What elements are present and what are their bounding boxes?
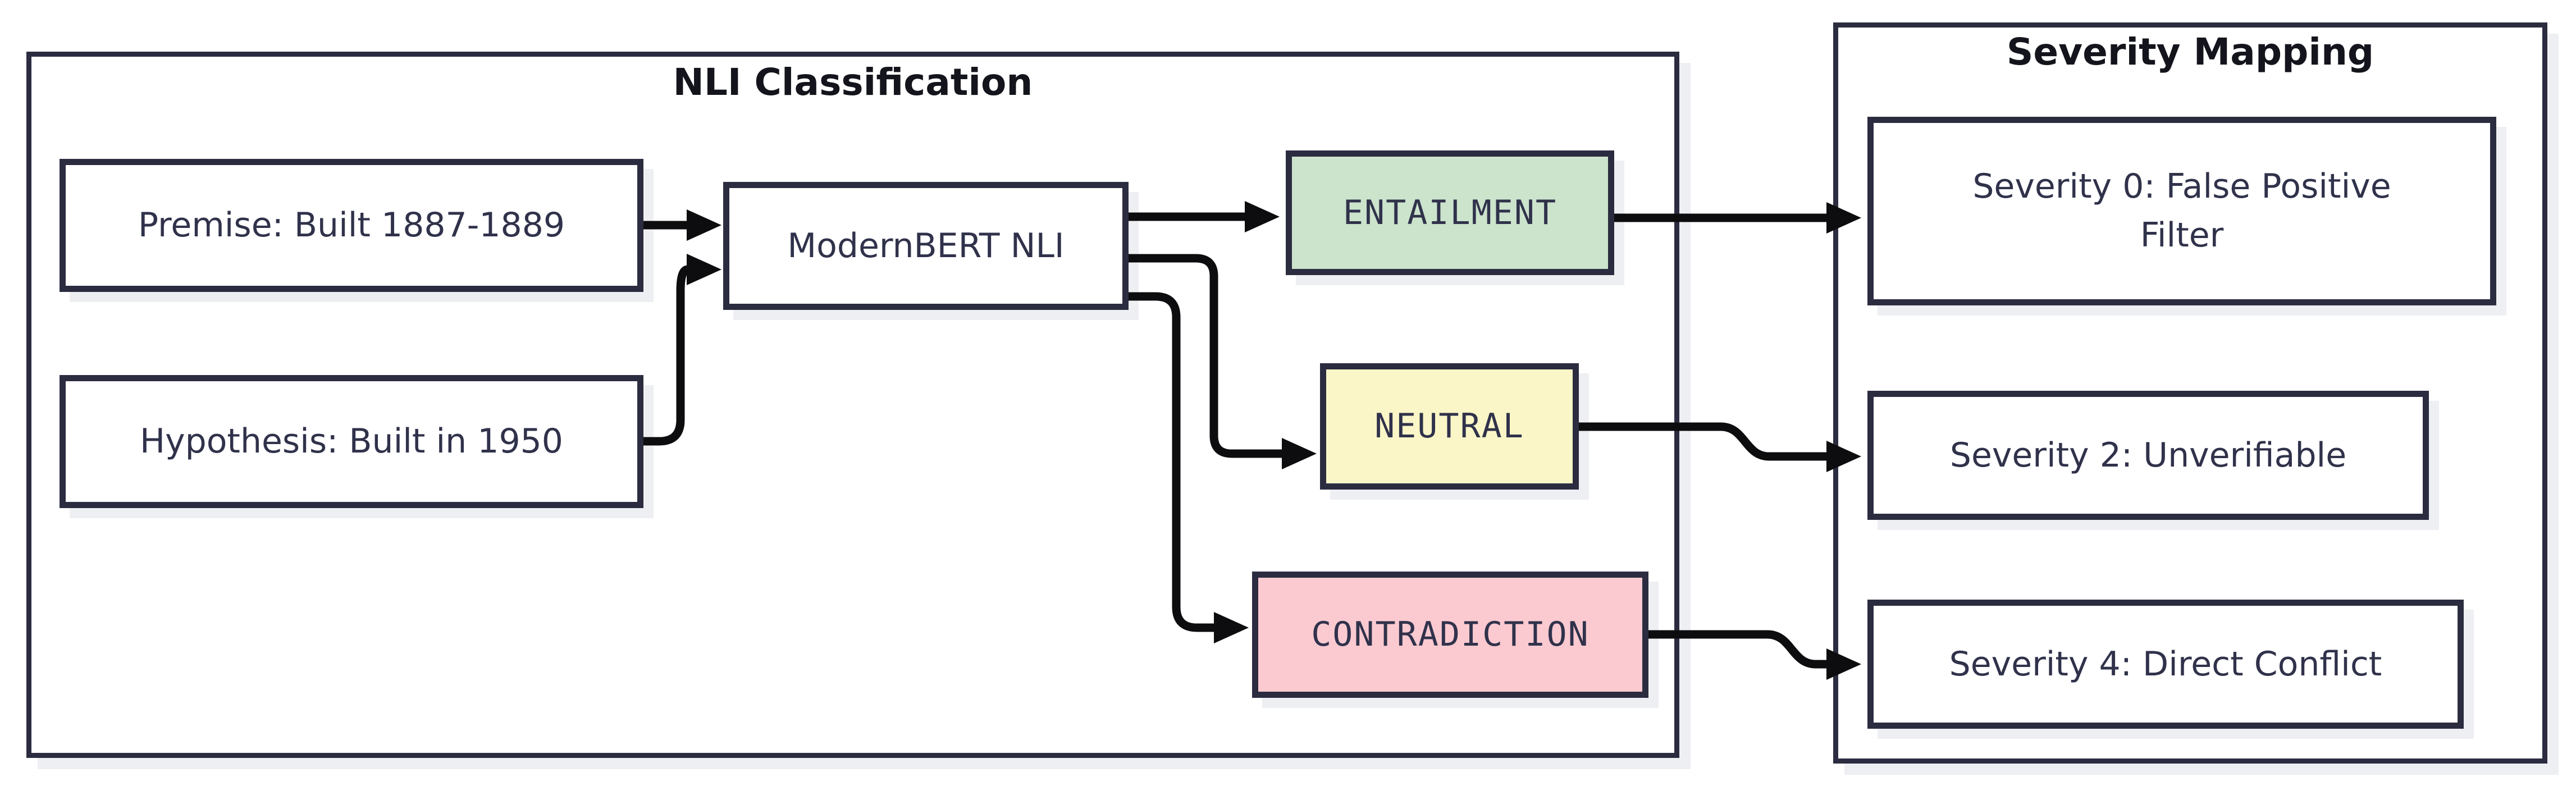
- premise-node: Premise: Built 1887-1889: [60, 159, 643, 292]
- modernbert-nli-label: ModernBERT NLI: [787, 226, 1065, 266]
- contradiction-label: CONTRADICTION: [1311, 615, 1590, 654]
- neutral-label: NEUTRAL: [1374, 406, 1524, 446]
- entailment-node: ENTAILMENT: [1286, 150, 1614, 275]
- severity-4-label: Severity 4: Direct Conflict: [1949, 644, 2382, 684]
- hypothesis-node: Hypothesis: Built in 1950: [60, 375, 643, 508]
- modernbert-nli-node: ModernBERT NLI: [723, 182, 1129, 310]
- severity-0-label-line1: Severity 0: False Positive: [1972, 167, 2391, 206]
- neutral-node: NEUTRAL: [1320, 363, 1579, 490]
- contradiction-node: CONTRADICTION: [1252, 572, 1648, 698]
- premise-label: Premise: Built 1887-1889: [138, 205, 565, 245]
- severity-0-node: Severity 0: False Positive Filter: [1867, 117, 2496, 305]
- severity-0-label-line2: Filter: [2140, 216, 2224, 255]
- severity-2-node: Severity 2: Unverifiable: [1867, 391, 2429, 520]
- hypothesis-label: Hypothesis: Built in 1950: [140, 422, 563, 461]
- severity-mapping-title: Severity Mapping: [2006, 30, 2374, 74]
- entailment-label: ENTAILMENT: [1342, 193, 1558, 232]
- severity-4-node: Severity 4: Direct Conflict: [1867, 600, 2464, 729]
- nli-classification-title: NLI Classification: [673, 61, 1033, 104]
- severity-2-label: Severity 2: Unverifiable: [1949, 435, 2347, 475]
